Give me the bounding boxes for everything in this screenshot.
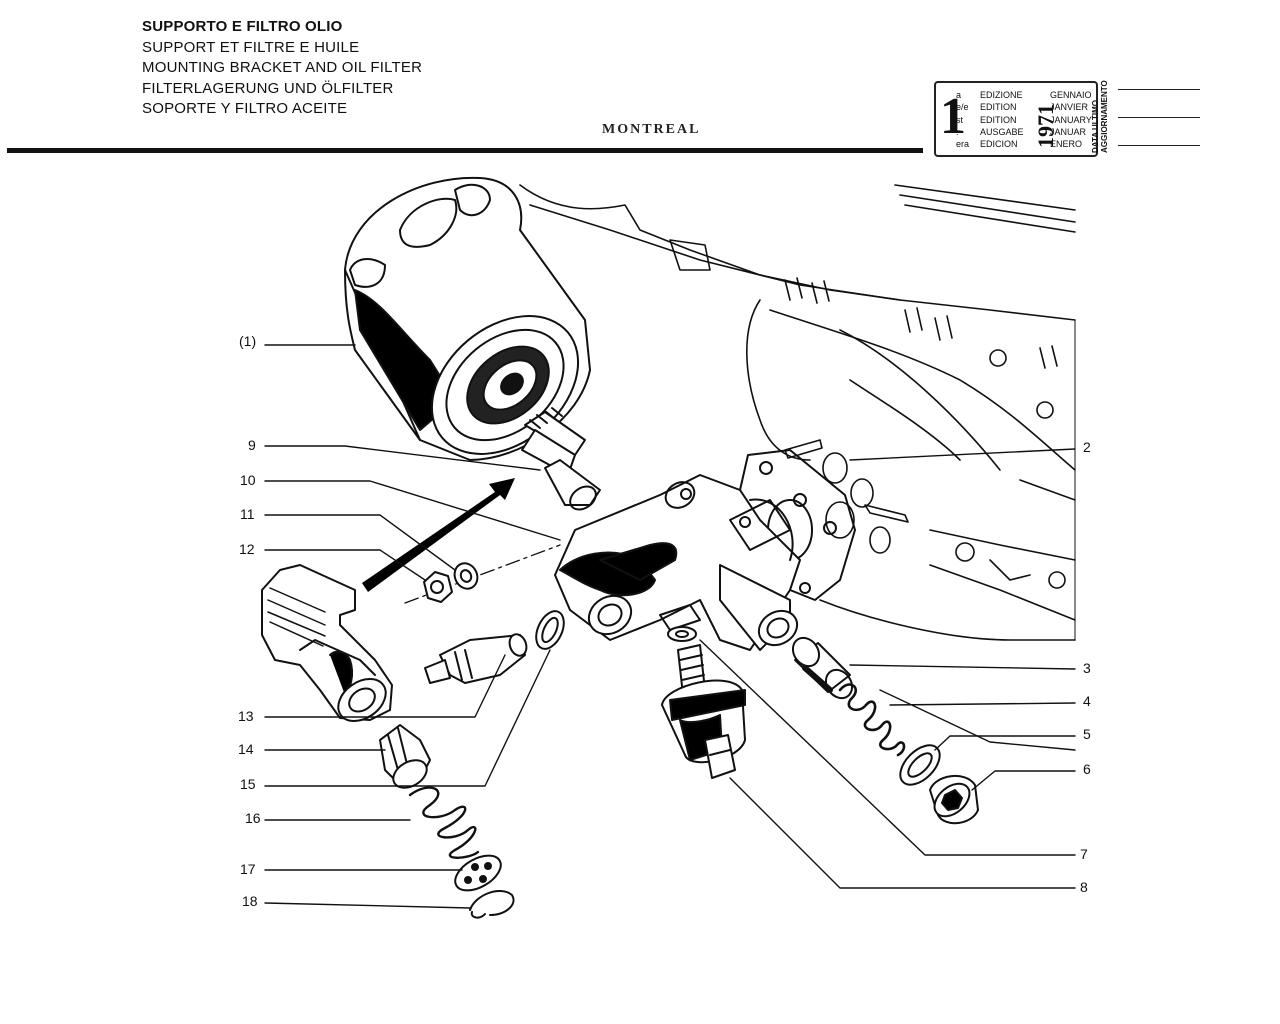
callout-label: 7 [1080, 846, 1088, 862]
mounting-bracket [554, 474, 801, 651]
update-line [1118, 145, 1200, 146]
callout-label: 13 [238, 708, 254, 724]
callout-label: 10 [240, 472, 256, 488]
update-line [1118, 89, 1200, 90]
callout-label: 16 [245, 810, 261, 826]
callout-label: 9 [248, 437, 256, 453]
spring-4 [838, 683, 906, 757]
callout-label: 15 [240, 776, 256, 792]
threaded-nipple [521, 407, 601, 511]
nut-12 [423, 571, 453, 603]
callout-label: 5 [1083, 726, 1091, 742]
washer-7 [667, 626, 697, 642]
engine-block [519, 184, 1076, 641]
edition-box: 1 a e/e st . era EDIZIONE EDITION EDITIO… [934, 81, 1098, 157]
leader-lines [264, 344, 1076, 909]
title-french: SUPPORT ET FILTRE E HUILE [142, 38, 360, 56]
plug-6 [929, 774, 979, 825]
callout-label: 2 [1083, 439, 1091, 455]
callout-label: 8 [1080, 879, 1088, 895]
title-block: SUPPORTO E FILTRO OLIO SUPPORT ET FILTRE… [142, 17, 422, 120]
washer-11 [453, 562, 479, 590]
title-italian: SUPPORTO E FILTRO OLIO [142, 18, 343, 35]
header-rule [7, 148, 923, 153]
model-logo: MONTREAL [602, 122, 701, 137]
edition-suffixes: a e/e st . era [956, 90, 970, 150]
edition-number: 1 [940, 88, 966, 145]
callout-label: 6 [1083, 761, 1091, 777]
relief-valve-body [261, 564, 393, 722]
title-spanish: SOPORTE Y FILTRO ACEITE [142, 100, 348, 117]
callout-label: (1) [239, 333, 257, 349]
pressure-sender [424, 633, 528, 684]
spring-seat-17 [454, 854, 502, 892]
pressure-switch-8 [661, 644, 746, 779]
bush-3 [791, 636, 854, 700]
callout-label: 12 [239, 541, 255, 557]
callout-label: 3 [1083, 660, 1091, 676]
title-english: MOUNTING BRACKET AND OIL FILTER [142, 59, 423, 76]
valve-piston [379, 724, 431, 789]
edition-months: GENNAIO JANVIER JANUARY JANUAR ENERO [1050, 90, 1092, 150]
title-german: FILTERLAGERUNG UND ÖLFILTER [142, 79, 394, 97]
callout-label: 18 [242, 893, 258, 909]
circlip-18 [469, 890, 515, 919]
callout-label: 14 [238, 741, 254, 757]
sealing-ring-15 [535, 610, 565, 650]
callout-label: 17 [240, 861, 256, 877]
callout-label: 4 [1083, 693, 1091, 709]
edition-words: EDIZIONE EDITION EDITION AUSGABE EDICION [980, 90, 1024, 150]
oil-filter [344, 176, 591, 461]
spring-16 [408, 786, 480, 859]
update-line [1118, 117, 1200, 118]
callout-label: 11 [240, 506, 255, 522]
